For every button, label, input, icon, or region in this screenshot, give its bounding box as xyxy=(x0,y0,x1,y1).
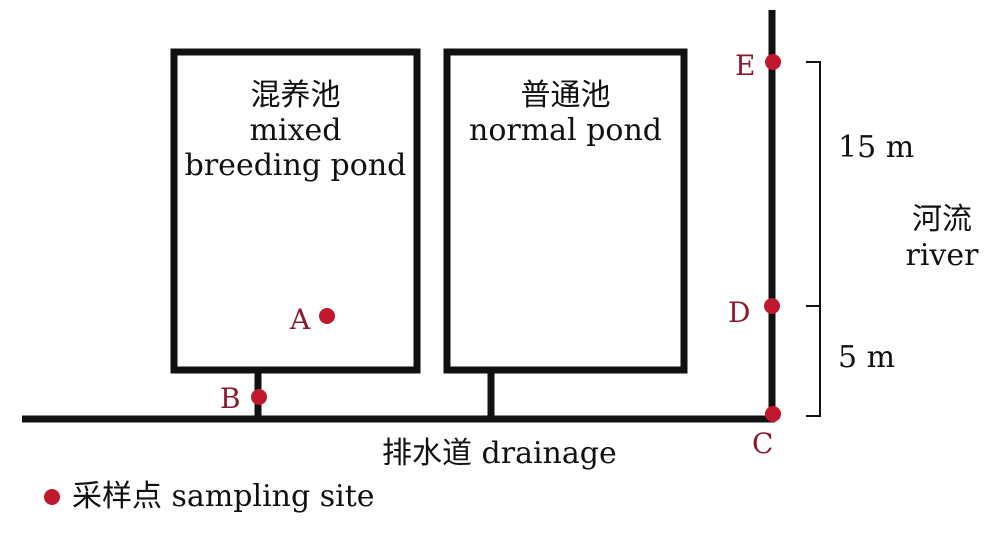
sampling-site-e-label: E xyxy=(735,49,756,82)
drainage-label: 排水道 drainage xyxy=(382,436,617,471)
distance-bracket-lower xyxy=(806,305,821,417)
sampling-site-d-label: D xyxy=(728,296,751,329)
mixed-breeding-pond-outline xyxy=(170,48,421,374)
legend-marker-icon xyxy=(44,489,60,505)
mixed-pond-label-en-1: mixed xyxy=(249,113,342,148)
mixed-pond-label-zh: 混养池 xyxy=(250,78,341,113)
normal-pond-label-zh: 普通池 xyxy=(520,78,611,113)
distance-bracket-upper xyxy=(806,61,821,307)
normal-pond-outline xyxy=(443,48,688,374)
sampling-site-a-label: A xyxy=(290,303,311,336)
distance-label-lower: 5 m xyxy=(838,340,896,375)
sampling-site-b-marker xyxy=(251,389,267,405)
normal-pond-label-en: normal pond xyxy=(469,113,662,148)
sampling-site-a-marker xyxy=(319,308,335,324)
sampling-site-e-marker xyxy=(765,54,781,70)
sampling-site-c-marker xyxy=(765,406,781,422)
river-label-zh: 河流 xyxy=(912,202,972,237)
sampling-site-d-marker xyxy=(764,298,780,314)
legend-label: 采样点 sampling site xyxy=(72,479,375,514)
sampling-site-b-label: B xyxy=(220,382,241,415)
mixed-pond-label-en-2: breeding pond xyxy=(184,148,407,183)
distance-label-upper: 15 m xyxy=(838,130,915,165)
sampling-site-c-label: C xyxy=(752,427,774,460)
river-label-en: river xyxy=(905,238,979,273)
